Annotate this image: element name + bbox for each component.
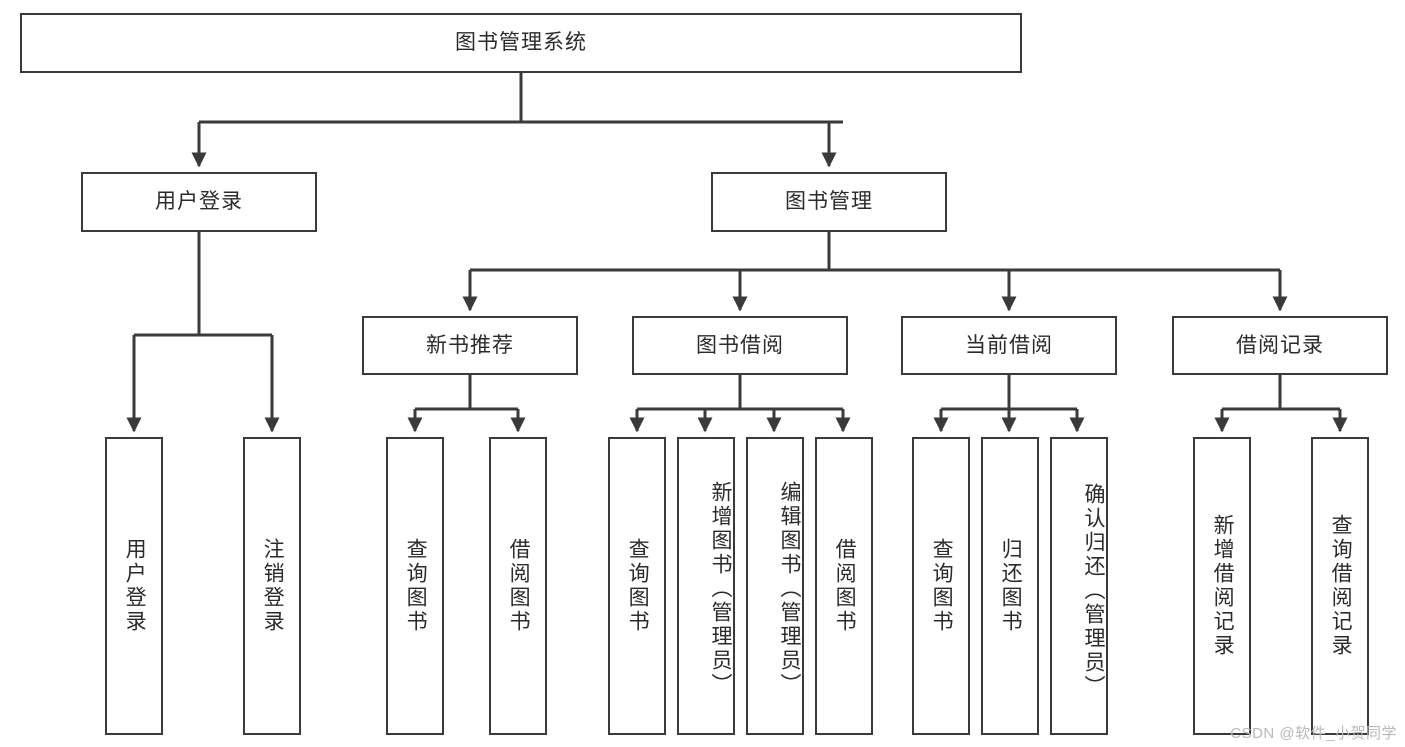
leaf-record-add-borrow-record[interactable]: 新增借阅记录 — [1193, 437, 1251, 735]
leaf-user-login-signin[interactable]: 用户登录 — [105, 437, 163, 735]
leaf-current-query-book[interactable]: 查询图书 — [912, 437, 970, 735]
node-label: 用户登录 — [155, 190, 243, 214]
leaf-current-confirm-return-admin[interactable]: 确认归还（管理员） — [1050, 437, 1108, 735]
node-label: 图书借阅 — [696, 333, 784, 357]
leaf-recommend-query-book[interactable]: 查询图书 — [386, 437, 444, 735]
node-label: 新增借阅记录 — [1211, 514, 1235, 658]
watermark: CSDN @软件_小贺同学 — [1230, 725, 1397, 742]
node-label: 注销登录 — [261, 538, 285, 634]
node-label: 编辑图书（管理员） — [778, 481, 801, 697]
node-current-borrow[interactable]: 当前借阅 — [901, 316, 1117, 375]
leaf-borrow-edit-book-admin[interactable]: 编辑图书（管理员） — [746, 437, 804, 735]
node-book-borrow[interactable]: 图书借阅 — [632, 316, 848, 375]
node-label: 借阅记录 — [1236, 333, 1324, 357]
node-label: 新书推荐 — [426, 333, 514, 357]
node-label: 新增图书（管理员） — [709, 481, 732, 697]
node-label: 查询图书 — [404, 538, 428, 634]
node-borrow-record[interactable]: 借阅记录 — [1172, 316, 1388, 375]
leaf-borrow-add-book-admin[interactable]: 新增图书（管理员） — [677, 437, 735, 735]
node-label: 当前借阅 — [965, 333, 1053, 357]
node-label: 图书管理系统 — [455, 31, 587, 55]
leaf-user-login-signout[interactable]: 注销登录 — [243, 437, 301, 735]
node-book-management[interactable]: 图书管理 — [711, 172, 947, 232]
node-label: 归还图书 — [999, 538, 1023, 634]
leaf-borrow-borrow-book[interactable]: 借阅图书 — [815, 437, 873, 735]
node-label: 借阅图书 — [507, 538, 531, 634]
node-label: 确认归还（管理员） — [1082, 483, 1105, 699]
node-label: 用户登录 — [123, 538, 147, 634]
leaf-record-query-borrow-record[interactable]: 查询借阅记录 — [1311, 437, 1369, 735]
node-label: 查询图书 — [626, 538, 650, 634]
node-new-book-recommend[interactable]: 新书推荐 — [362, 316, 578, 375]
leaf-recommend-borrow-book[interactable]: 借阅图书 — [489, 437, 547, 735]
node-label: 查询图书 — [930, 538, 954, 634]
node-label: 查询借阅记录 — [1329, 514, 1353, 658]
node-root-book-management-system[interactable]: 图书管理系统 — [20, 13, 1022, 73]
node-user-login[interactable]: 用户登录 — [81, 172, 317, 232]
leaf-current-return-book[interactable]: 归还图书 — [981, 437, 1039, 735]
leaf-borrow-query-book[interactable]: 查询图书 — [608, 437, 666, 735]
node-label: 图书管理 — [785, 190, 873, 214]
node-label: 借阅图书 — [833, 538, 857, 634]
